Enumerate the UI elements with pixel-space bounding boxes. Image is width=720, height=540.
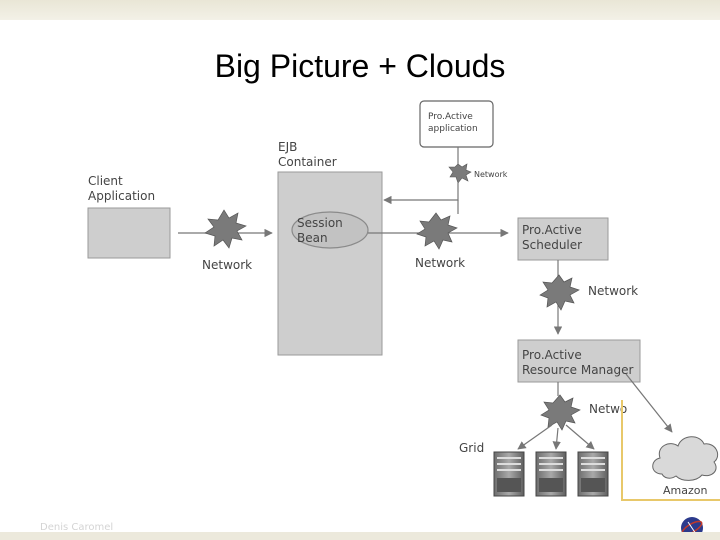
arrow-app-to-ejb [383, 183, 459, 205]
network-label-rm: Netwo [589, 402, 627, 416]
ejb-container-box [277, 171, 383, 356]
slide-title: Big Picture + Clouds [214, 48, 506, 84]
session-bean-label-line1: Session [297, 216, 343, 230]
footer-author: Denis Caromel [40, 522, 114, 533]
network-label-client: Network [202, 258, 252, 272]
scheduler-label-line2: Scheduler [522, 238, 582, 252]
resource-manager-box [517, 339, 641, 383]
session-bean-label-line2: Bean [297, 231, 328, 245]
ejb-container-label-line2: Container [278, 155, 337, 169]
client-application-label-line2: Application [88, 189, 155, 203]
server-2 [535, 451, 567, 497]
grid-label: Grid [459, 441, 484, 455]
server-3 [577, 451, 609, 497]
network-burst-client [204, 209, 247, 249]
scheduler-box [517, 217, 609, 261]
network-label-small: Network [474, 170, 508, 179]
resource-manager-label-line1: Pro.Active [522, 348, 582, 362]
server-1 [493, 451, 525, 497]
network-burst-ejb [416, 212, 458, 250]
resource-manager-label-line2: Resource Manager [522, 363, 634, 377]
arrow-rm-to-amazon [625, 373, 673, 433]
proactive-application-box: Pro.Active application [419, 100, 494, 148]
network-label-ejb: Network [415, 256, 465, 270]
proactive-application-label-line2: application [428, 124, 478, 134]
scheduler-label-line1: Pro.Active [522, 223, 582, 237]
top-band [0, 0, 720, 20]
arrow-to-server-1 [517, 424, 553, 450]
client-application-label-line1: Client [88, 174, 123, 188]
session-bean: Session Bean [291, 211, 369, 249]
amazon-cloud-icon [652, 436, 719, 481]
ejb-container-label-line1: EJB [278, 140, 297, 154]
proactive-application-label-line1: Pro.Active [428, 112, 473, 122]
network-burst-scheduler [539, 274, 580, 311]
bottom-band [0, 532, 720, 540]
client-application-box [87, 207, 171, 259]
cloud-region-border [621, 400, 720, 501]
network-burst-rm [540, 394, 581, 431]
network-burst-small: Network [448, 163, 508, 184]
network-label-scheduler: Network [588, 284, 638, 298]
amazon-label: Amazon [663, 484, 707, 497]
arrow-to-server-3 [565, 424, 595, 450]
arrow-to-server-2 [552, 427, 561, 450]
